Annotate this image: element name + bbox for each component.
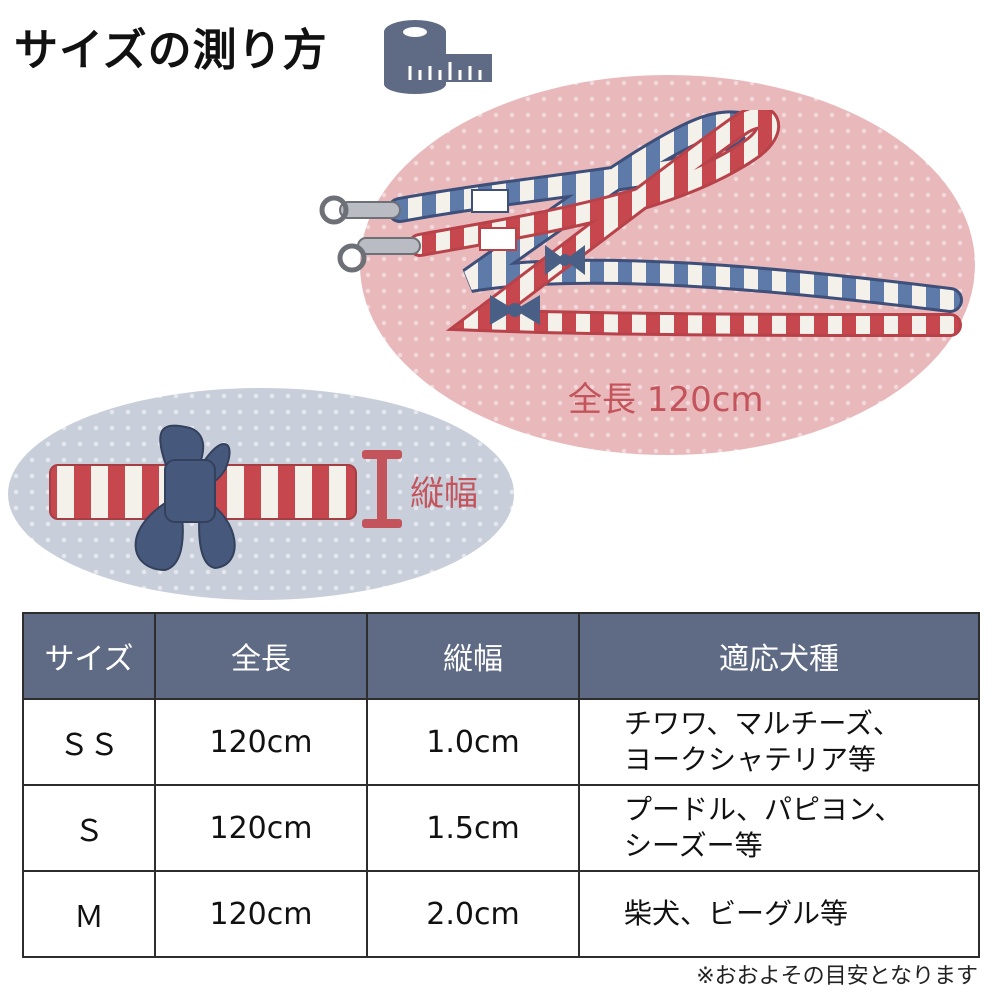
cell-length: 120cm xyxy=(154,698,368,786)
cell-width: 1.5cm xyxy=(366,784,580,872)
page-title: サイズの測り方 xyxy=(14,25,328,76)
cell-breeds: 柴犬、ビーグル等 xyxy=(578,870,980,958)
header-breeds: 適応犬種 xyxy=(578,612,980,700)
width-label: 縦幅 xyxy=(410,474,478,514)
bow-collar-illustration xyxy=(49,424,357,572)
length-label: 全長 120cm xyxy=(568,380,764,420)
breed-line: ヨークシャテリア等 xyxy=(624,743,877,776)
table-row: Ｍ 120cm 2.0cm 柴犬、ビーグル等 xyxy=(22,870,980,958)
table-header-row: サイズ 全長 縦幅 適応犬種 xyxy=(22,612,980,700)
breed-line: チワワ、マルチーズ、 xyxy=(624,707,901,740)
header-length: 全長 xyxy=(154,612,368,700)
measuring-tape-icon xyxy=(384,20,492,94)
cell-breeds: プードル、パピヨン、 シーズー等 xyxy=(578,784,980,872)
breed-line: プードル、パピヨン、 xyxy=(624,793,903,826)
table-row: ＳＳ 120cm 1.0cm チワワ、マルチーズ、 ヨークシャテリア等 xyxy=(22,698,980,786)
cell-breeds: チワワ、マルチーズ、 ヨークシャテリア等 xyxy=(578,698,980,786)
cell-length: 120cm xyxy=(154,784,368,872)
cell-size: Ｓ xyxy=(22,784,156,872)
footnote: ※おおよその目安となります xyxy=(696,964,978,989)
width-marker xyxy=(362,450,402,528)
header-width: 縦幅 xyxy=(366,612,580,700)
size-table: サイズ 全長 縦幅 適応犬種 ＳＳ 120cm 1.0cm チワワ、マルチーズ、… xyxy=(22,612,980,958)
table-row: Ｓ 120cm 1.5cm プードル、パピヨン、 シーズー等 xyxy=(22,784,980,872)
header-size: サイズ xyxy=(22,612,156,700)
cell-width: 2.0cm xyxy=(366,870,580,958)
breed-line: 柴犬、ビーグル等 xyxy=(624,897,849,930)
breed-line: シーズー等 xyxy=(624,829,763,862)
cell-width: 1.0cm xyxy=(366,698,580,786)
cell-size: ＳＳ xyxy=(22,698,156,786)
cell-length: 120cm xyxy=(154,870,368,958)
cell-size: Ｍ xyxy=(22,870,156,958)
leash-illustration xyxy=(319,110,963,337)
